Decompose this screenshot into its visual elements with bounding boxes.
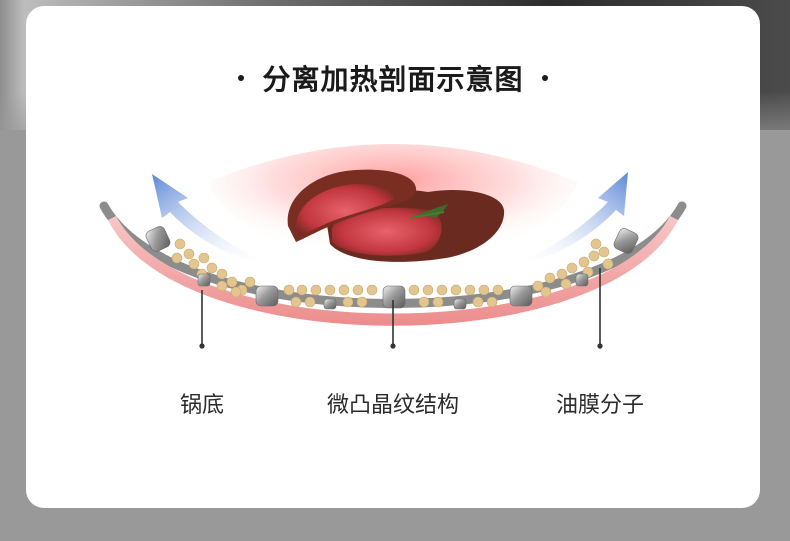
micro-convex-caps [145,226,639,310]
diagram-card: 分离加热剖面示意图 [26,6,760,508]
diagram-title: 分离加热剖面示意图 [262,63,524,96]
label-leader-lines [201,268,601,344]
pan-bottom-band [108,216,678,326]
cross-section-diagram [99,144,687,349]
label-pan-bottom: 锅底 [179,393,224,418]
title-row: 分离加热剖面示意图 [26,58,760,98]
heat-flow-arrow-right [514,172,628,264]
title-bullet-left [238,75,245,81]
label-oil-film: 油膜分子 [555,393,644,418]
heat-flow-arrow-left [152,174,272,264]
label-leader-endpoints [199,343,603,349]
steak-image [287,169,505,262]
title-bullet-right [541,75,548,81]
oil-film-dots [171,238,614,308]
label-micro-texture: 微凸晶纹结构 [326,393,459,418]
